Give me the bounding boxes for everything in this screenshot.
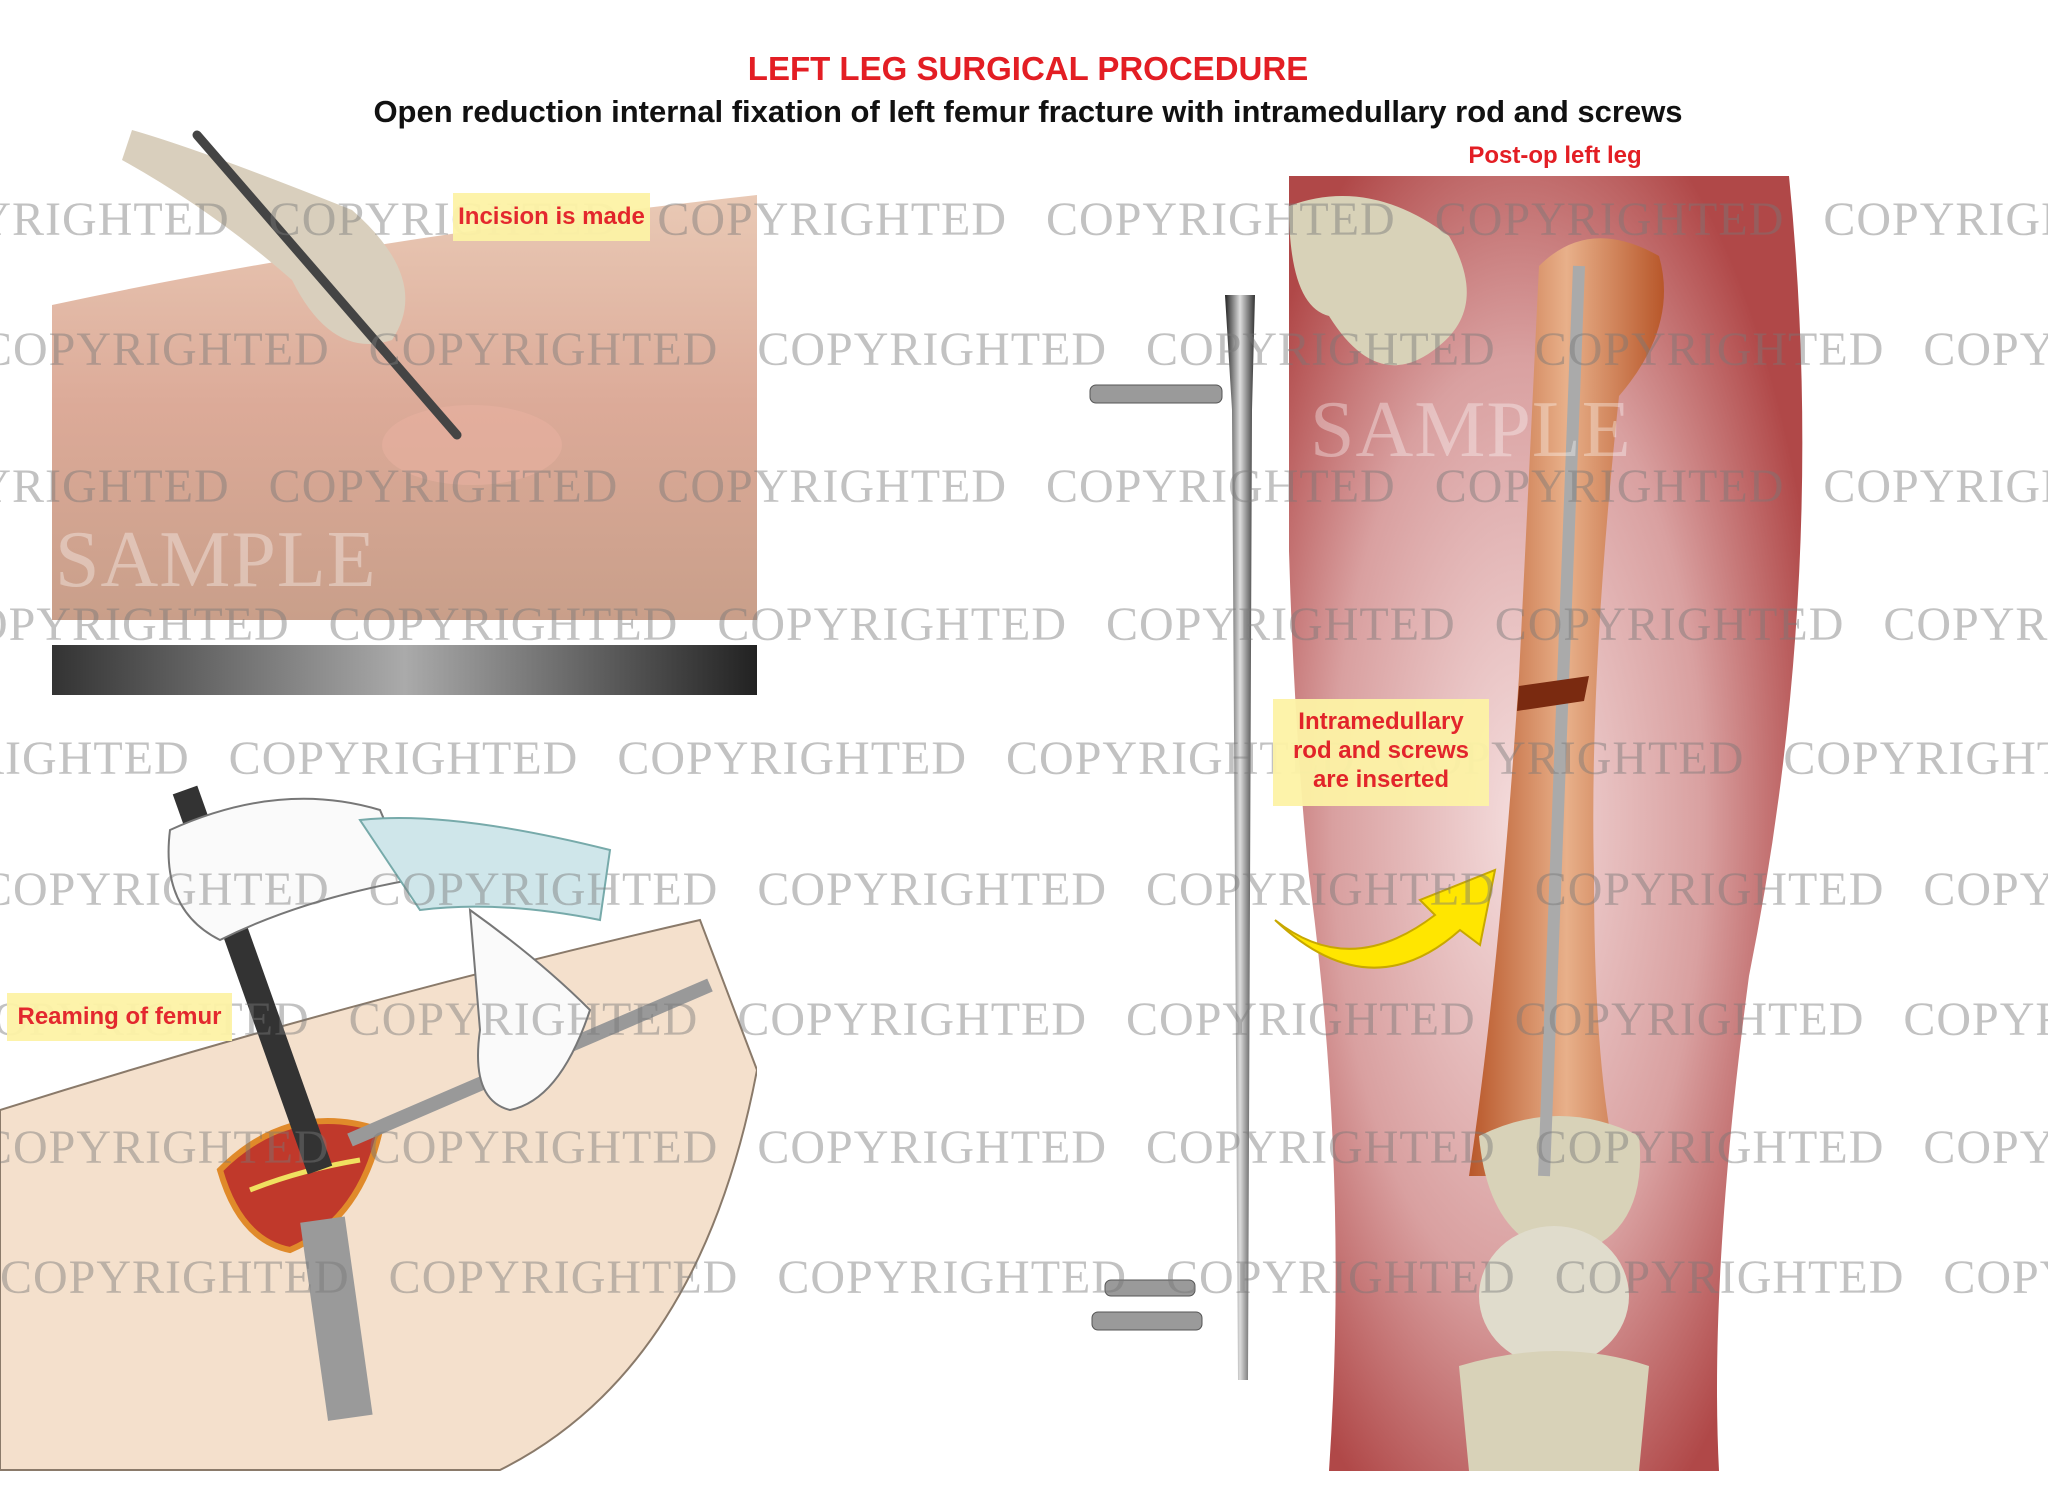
screw	[1089, 384, 1223, 404]
insertion-label-line: rod and screws	[1292, 737, 1470, 764]
incision-illustration	[52, 130, 757, 695]
page-title: LEFT LEG SURGICAL PROCEDURE	[747, 50, 1309, 87]
insertion-label-line: are inserted	[1312, 766, 1450, 793]
incision-label: Incision is made	[453, 193, 650, 241]
insertion-label-line: Intramedullary	[1298, 708, 1464, 735]
screw	[1091, 1311, 1203, 1331]
insertion-label: Intramedullary rod and screws are insert…	[1273, 699, 1489, 806]
page-subtitle: Open reduction internal fixation of left…	[373, 94, 1683, 129]
postop-leg-illustration	[1289, 176, 1803, 1471]
postop-title: Post-op left leg	[1468, 142, 1642, 169]
rod-and-screws-illustration	[1089, 295, 1255, 1380]
screw	[1104, 1279, 1196, 1297]
reaming-illustration	[0, 785, 757, 1471]
insertion-arrow-icon	[1274, 868, 1497, 969]
reaming-label: Reaming of femur	[7, 993, 232, 1041]
